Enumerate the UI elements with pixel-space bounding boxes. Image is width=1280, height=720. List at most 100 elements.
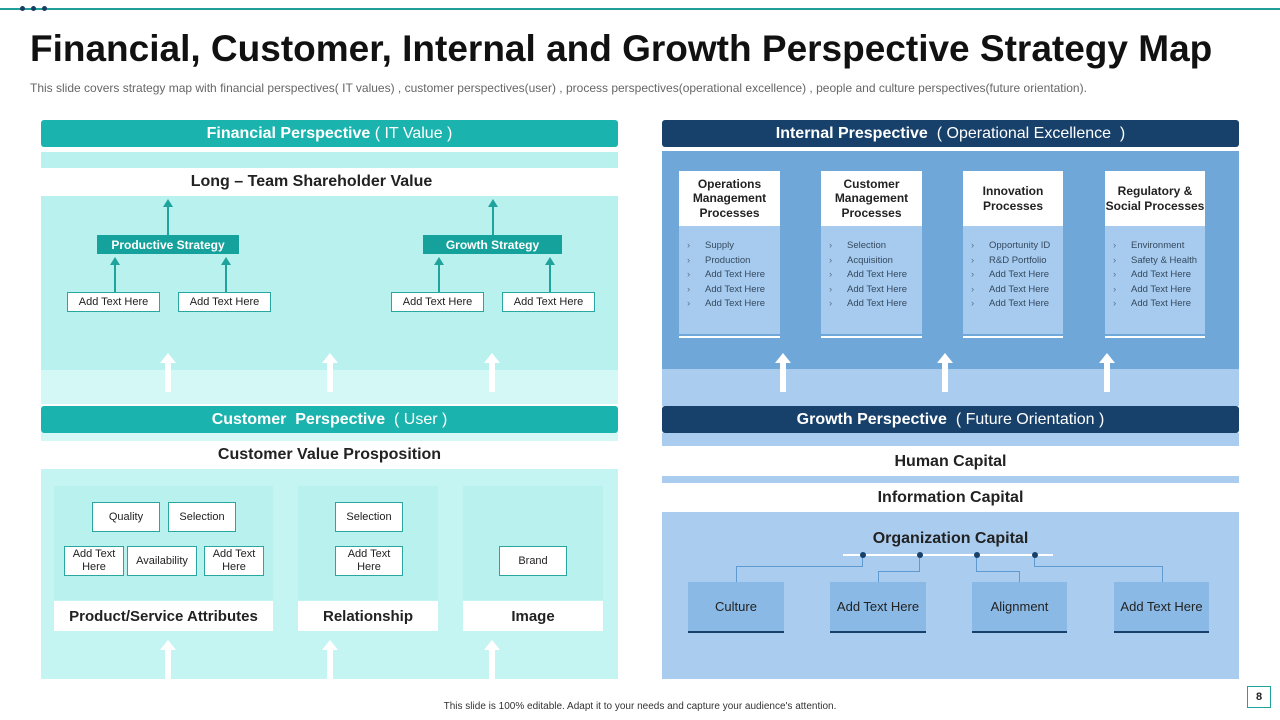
list-item: › Add Text Here (829, 269, 922, 284)
chevron-right-icon: › (971, 269, 975, 280)
chevron-right-icon: › (829, 254, 833, 266)
list-item-text: Add Text Here (847, 269, 908, 280)
financial-panel (41, 196, 618, 370)
relationship-selection[interactable]: Selection (335, 502, 403, 532)
connector-dot (917, 552, 923, 558)
financial-text-box[interactable]: Add Text Here (391, 292, 484, 312)
arrow-up-icon (545, 257, 555, 265)
attribute-text-box[interactable]: Add Text Here (204, 546, 264, 576)
chevron-right-icon: › (1113, 298, 1117, 309)
arrow-shaft (492, 206, 494, 235)
divider (821, 336, 922, 338)
organization-capital: Organization Capital (872, 530, 1029, 547)
chevron-right-icon: › (687, 240, 691, 251)
process-title: Customer Management Processes (821, 171, 922, 226)
page-number: 8 (1247, 686, 1271, 708)
list-item: › Add Text Here (971, 284, 1063, 299)
arrow-up-icon (488, 199, 498, 207)
list-item-text: Add Text Here (1131, 269, 1192, 280)
arrow-shaft (225, 264, 227, 292)
org-alignment[interactable]: Alignment (972, 582, 1067, 633)
org-culture[interactable]: Culture (688, 582, 784, 633)
attributes-label: Product/Service Attributes (54, 601, 273, 631)
relationship-text-box[interactable]: Add Text Here (335, 546, 403, 576)
chevron-right-icon: › (829, 269, 833, 280)
list-item: ›Add Text Here (971, 269, 1063, 284)
list-item-text: R&D Portfolio (989, 254, 1047, 266)
image-label: Image (463, 601, 603, 631)
list-item-text: Add Text Here (705, 283, 766, 295)
process-list: ›Opportunity ID › R&D Portfolio › Add Text… (963, 226, 1063, 334)
arrow-shaft (489, 649, 495, 679)
connector (1019, 571, 1020, 582)
arrow-shaft (167, 206, 169, 235)
connector-dot (860, 552, 866, 558)
arrow-shaft (114, 264, 116, 292)
list-item: ›Environment (1113, 240, 1205, 255)
connector-dot (1032, 552, 1038, 558)
connector (878, 571, 879, 582)
process-title: Innovation Processes (963, 171, 1063, 226)
list-item-text: Production (705, 254, 751, 266)
connector-dot (974, 552, 980, 558)
white-arrow-up-icon (322, 640, 338, 650)
process-list: ›Selection ›Acquisition ›Add Text Here ›… (821, 226, 922, 334)
image-area (463, 486, 603, 600)
attribute-text-box[interactable]: Add Text Here (64, 546, 124, 576)
connector (862, 558, 863, 566)
chevron-right-icon: › (971, 298, 975, 309)
process-title: Operations Management Processes (679, 171, 780, 226)
connector (878, 571, 920, 572)
attribute-selection[interactable]: Selection (168, 502, 236, 532)
chevron-right-icon: › (1113, 283, 1117, 295)
financial-text-box[interactable]: Add Text Here (67, 292, 160, 312)
list-item-text: Add Text Here (705, 269, 766, 280)
white-arrow-up-icon (937, 353, 953, 363)
list-item-text: Environment (1131, 240, 1185, 251)
chevron-right-icon: › (1113, 254, 1117, 266)
productive-strategy-box: Productive Strategy (97, 235, 239, 254)
org-text-box[interactable]: Add Text Here (1114, 582, 1209, 633)
human-capital: Human Capital (894, 453, 1007, 470)
process-list: ›Supply › Production ›Add Text Here ›Add … (679, 226, 780, 334)
org-text-box[interactable]: Add Text Here (830, 582, 926, 633)
arrow-shaft (438, 264, 440, 292)
financial-header: Financial Perspective ( IT Value ) (41, 120, 618, 147)
arrow-shaft (327, 362, 333, 392)
white-arrow-up-icon (775, 353, 791, 363)
financial-header-rest: ( IT Value ) (370, 124, 453, 142)
chevron-right-icon: › (971, 283, 975, 295)
customer-band (41, 433, 618, 441)
list-item-text: Add Text Here (1131, 298, 1192, 309)
chevron-right-icon: › (829, 298, 833, 309)
financial-text-box[interactable]: Add Text Here (502, 292, 595, 312)
connector (736, 566, 737, 582)
dot-icon (31, 6, 36, 11)
financial-text-box[interactable]: Add Text Here (178, 292, 271, 312)
arrow-shaft (780, 362, 786, 392)
chevron-right-icon: › (971, 254, 975, 266)
connector (919, 558, 920, 571)
list-item: ›Add Text Here (687, 284, 780, 299)
growth-header-bold: Growth Perspective (796, 410, 947, 428)
dot-icon (42, 6, 47, 11)
customer-header-rest: ( User ) (385, 410, 448, 428)
attribute-availability[interactable]: Availability (127, 546, 197, 576)
growth-band (662, 433, 1239, 446)
customer-subtitle: Customer Value Prosposition (217, 446, 442, 463)
list-item: › R&D Portfolio (971, 255, 1063, 270)
growth-strategy-box: Growth Strategy (423, 235, 562, 254)
arrow-shaft (327, 649, 333, 679)
connector (1162, 566, 1163, 582)
list-item: ›Supply (687, 240, 780, 255)
connector-line (843, 554, 1053, 556)
list-item-text: Add Text Here (1131, 283, 1192, 295)
image-brand[interactable]: Brand (499, 546, 567, 576)
growth-band (662, 476, 1239, 483)
list-item: ›Add Text Here (687, 269, 780, 284)
internal-header: Internal Prespective ( Operational Excel… (662, 120, 1239, 147)
list-item-text: Add Text Here (989, 283, 1050, 295)
list-item-text: Safety & Health (1131, 254, 1198, 266)
list-item: ›Opportunity ID (971, 240, 1063, 255)
attribute-quality[interactable]: Quality (92, 502, 160, 532)
